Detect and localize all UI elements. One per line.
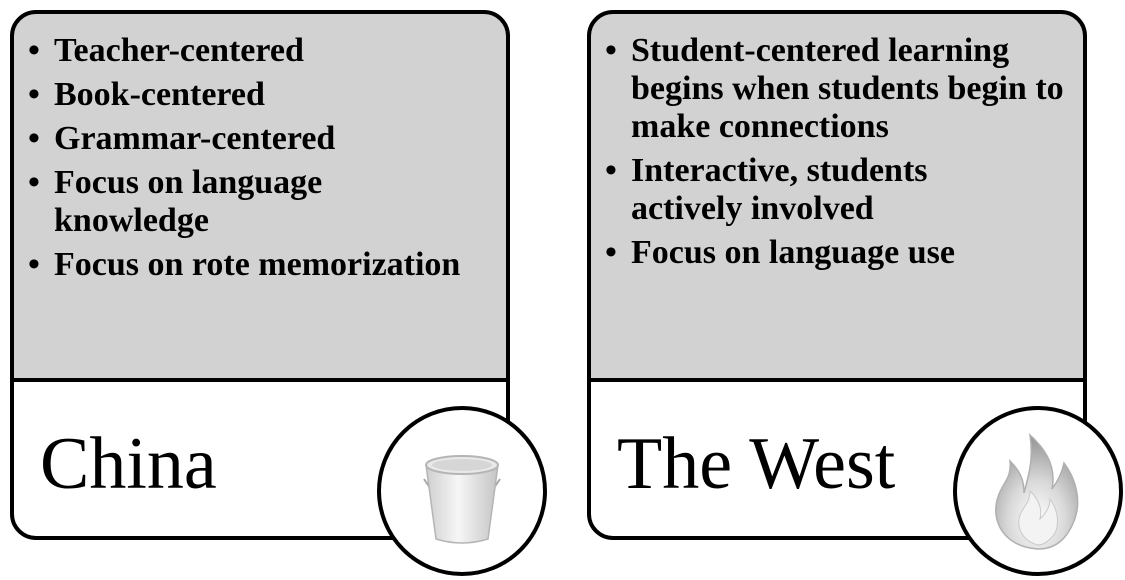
china-bullet-item: Grammar-centered: [28, 120, 500, 158]
china-icon-circle: [377, 406, 547, 576]
west-bullet-item: Student-centered learning begins when st…: [605, 32, 1077, 146]
west-region-label: The West: [617, 423, 896, 505]
china-bullet-list: Teacher-centered Book-centered Grammar-c…: [28, 32, 500, 290]
china-bullet-item: Teacher-centered: [28, 32, 500, 70]
fire-icon: [995, 433, 1079, 550]
west-panel: Student-centered learning begins when st…: [587, 10, 1123, 576]
china-bullet-item: Focus on language knowledge: [28, 164, 374, 240]
bucket-icon: [423, 455, 501, 544]
west-icon-circle: [953, 406, 1123, 576]
china-divider: [10, 378, 510, 382]
west-bullet-item: Focus on language use: [605, 234, 1077, 272]
west-bullet-list: Student-centered learning begins when st…: [605, 32, 1077, 278]
west-bullet-item: Interactive, students actively involved: [605, 152, 981, 228]
west-divider: [587, 378, 1087, 382]
china-bullet-item: Book-centered: [28, 76, 500, 114]
china-panel: Teacher-centered Book-centered Grammar-c…: [10, 10, 547, 576]
china-bullet-item: Focus on rote memorization: [28, 246, 500, 284]
china-region-label: China: [40, 423, 217, 505]
